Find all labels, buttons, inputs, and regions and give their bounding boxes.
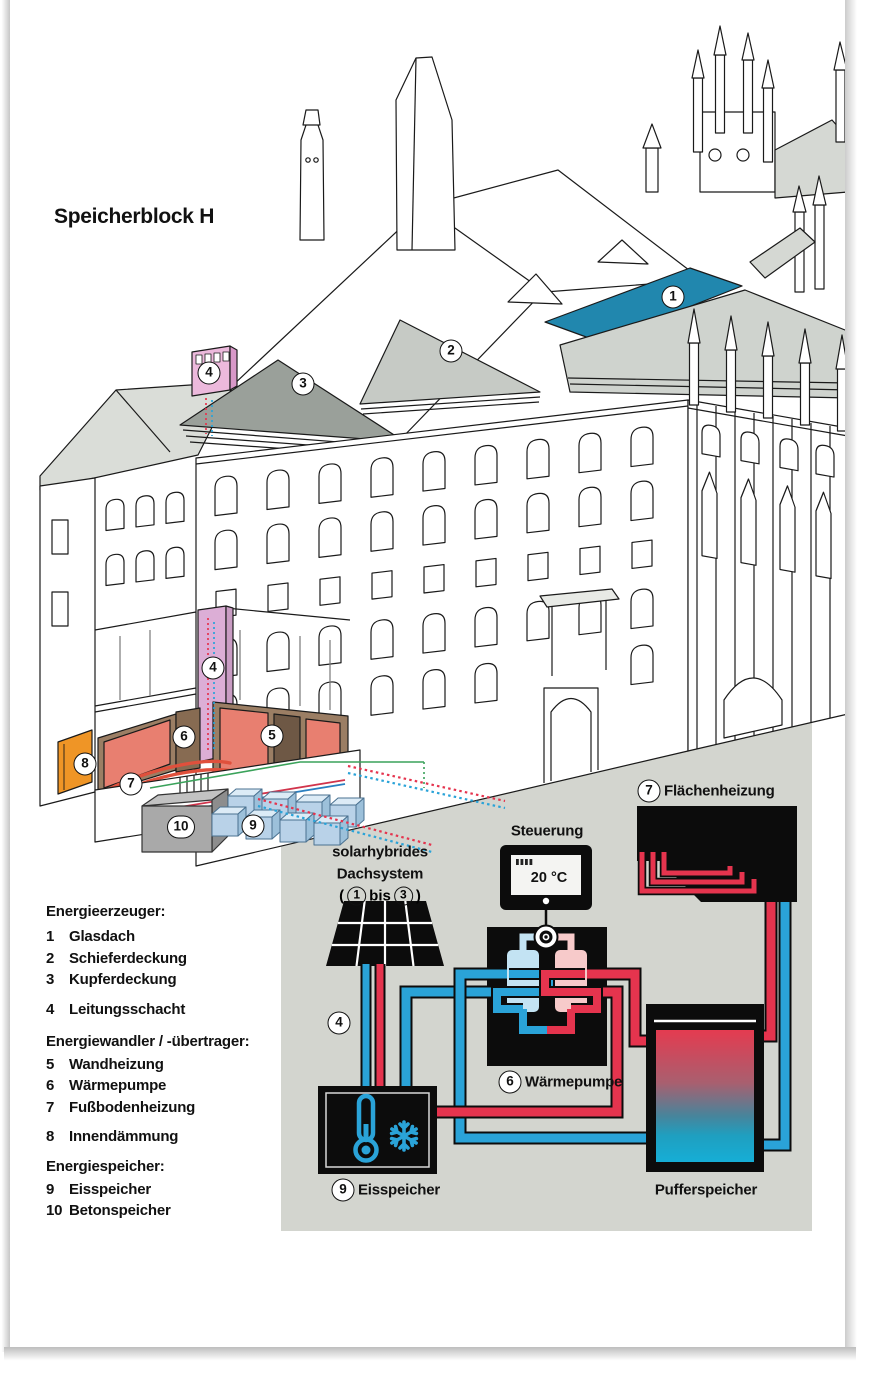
- building-drawing: [39, 25, 851, 867]
- page-shadow-bottom: [4, 1347, 856, 1363]
- badge-eisspeicher-building: 9: [241, 814, 265, 838]
- thermometer-icon: [353, 1093, 379, 1163]
- badge-innendaemmung: 8: [73, 752, 97, 776]
- badge-inline-1: 1: [347, 886, 367, 906]
- solar-panel-icon: [326, 900, 444, 967]
- badge-betonspeicher: 10: [167, 815, 195, 839]
- page-shadow-right: [845, 0, 861, 1352]
- badge-wandheizung: 5: [260, 724, 284, 748]
- compressor-icon: [533, 924, 559, 950]
- badge-leitungsschacht-schematic: 4: [327, 1011, 351, 1035]
- badge-waermepumpe: 6: [172, 725, 196, 749]
- badge-leitungsschacht: 4: [201, 656, 225, 680]
- badge-schieferdeckung: 2: [439, 339, 463, 363]
- surface-heating-box: [637, 806, 797, 902]
- badge-eisspeicher-schematic: 9: [331, 1178, 355, 1202]
- solar-label-line2: Dachsystem: [336, 865, 424, 883]
- badge-kupferdeckung: 3: [291, 372, 315, 396]
- page-title: Speicherblock H: [54, 205, 215, 228]
- legend-header-speicher: Energiespeicher:: [46, 1158, 165, 1175]
- page-shadow-left: [0, 0, 10, 1352]
- buffer-tank: [646, 1004, 764, 1172]
- waermepumpe-label: Wärmepumpe: [525, 1073, 623, 1091]
- legend-header-wandler: Energiewandler / -übertrager:: [46, 1033, 250, 1050]
- connection-dashes: [149, 398, 506, 854]
- eisspeicher-label: Eisspeicher: [358, 1181, 441, 1199]
- badge-flaechenheizung: 7: [637, 779, 661, 803]
- legend-header-erzeuger: Energieerzeuger:: [46, 903, 166, 920]
- steuerung-label: Steuerung: [510, 822, 584, 840]
- badge-leitungsschacht-top: 4: [197, 361, 221, 385]
- solar-label-line1: solarhybrides: [332, 843, 428, 861]
- badge-glasdach: 1: [661, 285, 685, 309]
- badge-inline-3: 3: [393, 886, 413, 906]
- pufferspeicher-label: Pufferspeicher: [654, 1181, 758, 1199]
- cutaway-section: [94, 605, 365, 853]
- thermostat-icon: [500, 845, 592, 927]
- badge-waermepumpe-schematic: 6: [498, 1070, 522, 1094]
- badge-fussbodenheizung: 7: [119, 772, 143, 796]
- temperature-display: 20 °C: [530, 870, 568, 886]
- ice-storage-box: [318, 1086, 437, 1174]
- snowflake-icon: [389, 1120, 419, 1152]
- flaechenheizung-label: Flächenheizung: [664, 782, 775, 800]
- heat-pump-internals: [491, 924, 603, 1034]
